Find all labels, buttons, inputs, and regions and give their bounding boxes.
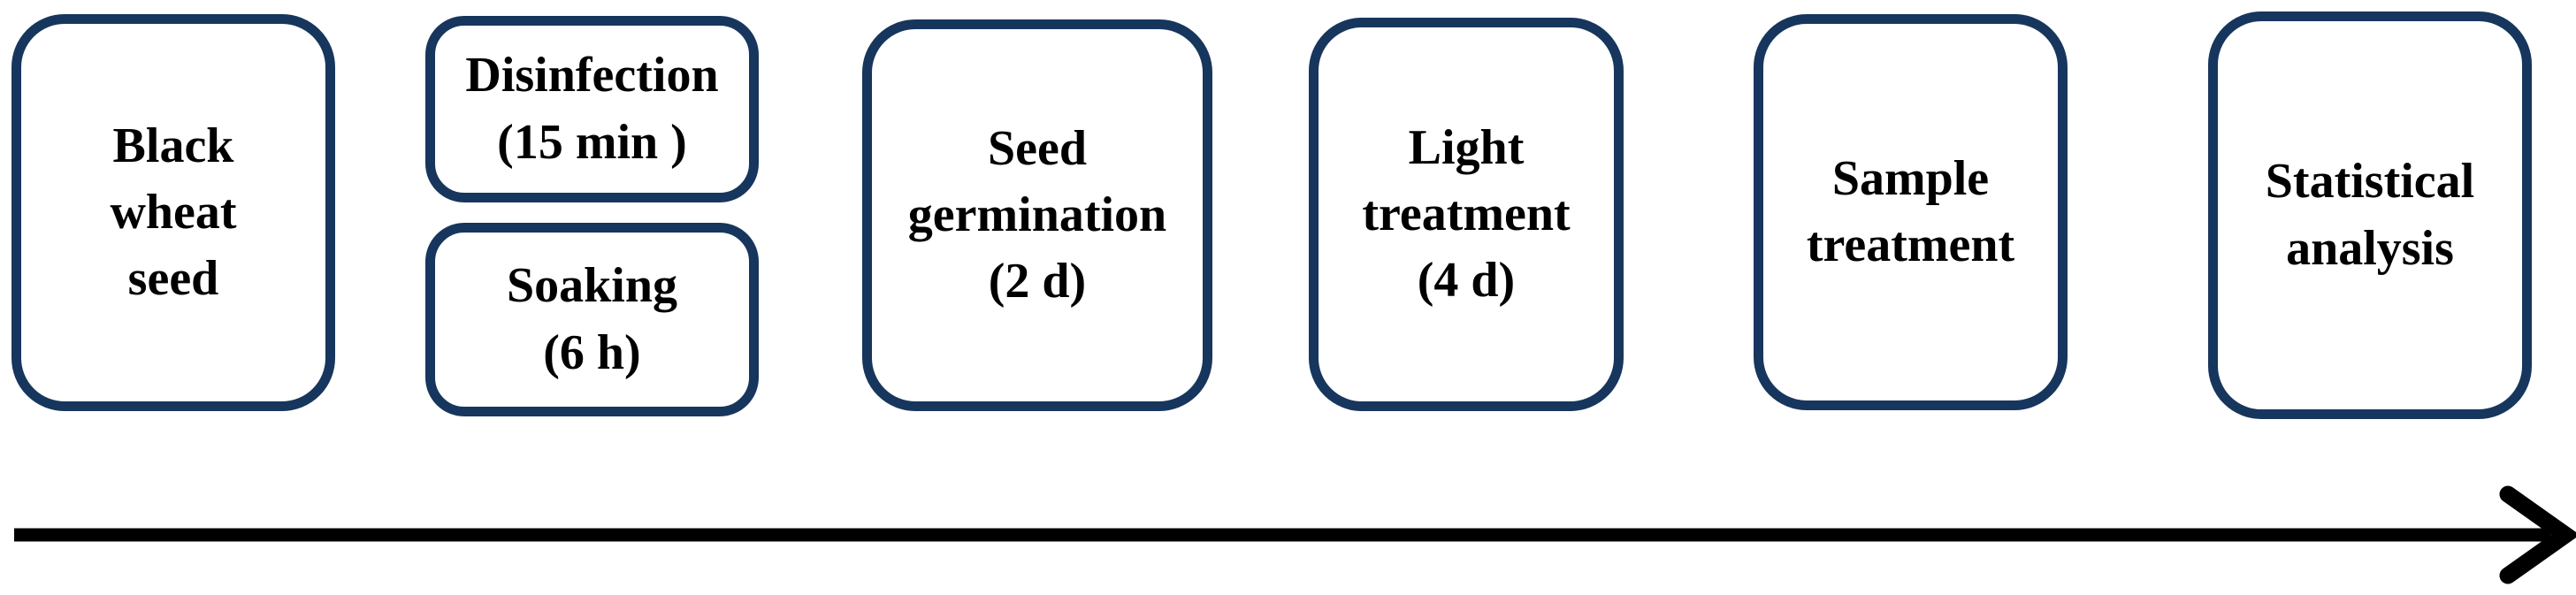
flow-step-statistical-analysis: Statistical analysis xyxy=(2208,11,2532,419)
flow-step-disinfection: Disinfection (15 min ) xyxy=(425,16,759,202)
flow-step-soaking: Soaking (6 h) xyxy=(425,223,759,416)
flow-step-label: Seed germination (2 d) xyxy=(907,120,1167,309)
flow-step-seed-germination: Seed germination (2 d) xyxy=(862,19,1212,411)
flow-step-black-wheat-seed: Black wheat seed xyxy=(11,14,335,411)
flow-step-label: Disinfection (15 min ) xyxy=(465,48,719,170)
flow-step-label: Light treatment (4 d) xyxy=(1362,119,1571,309)
flow-step-label: Statistical analysis xyxy=(2265,154,2475,276)
flow-step-label: Soaking (6 h) xyxy=(507,258,677,380)
arrow-right-icon xyxy=(14,485,2576,584)
flow-step-light-treatment: Light treatment (4 d) xyxy=(1309,18,1624,411)
flow-step-label: Black wheat seed xyxy=(110,118,237,307)
flow-step-sample-treatment: Sample treatment xyxy=(1754,14,2068,410)
flow-step-label: Sample treatment xyxy=(1806,150,2015,272)
timeline-arrowhead xyxy=(2499,485,2576,584)
